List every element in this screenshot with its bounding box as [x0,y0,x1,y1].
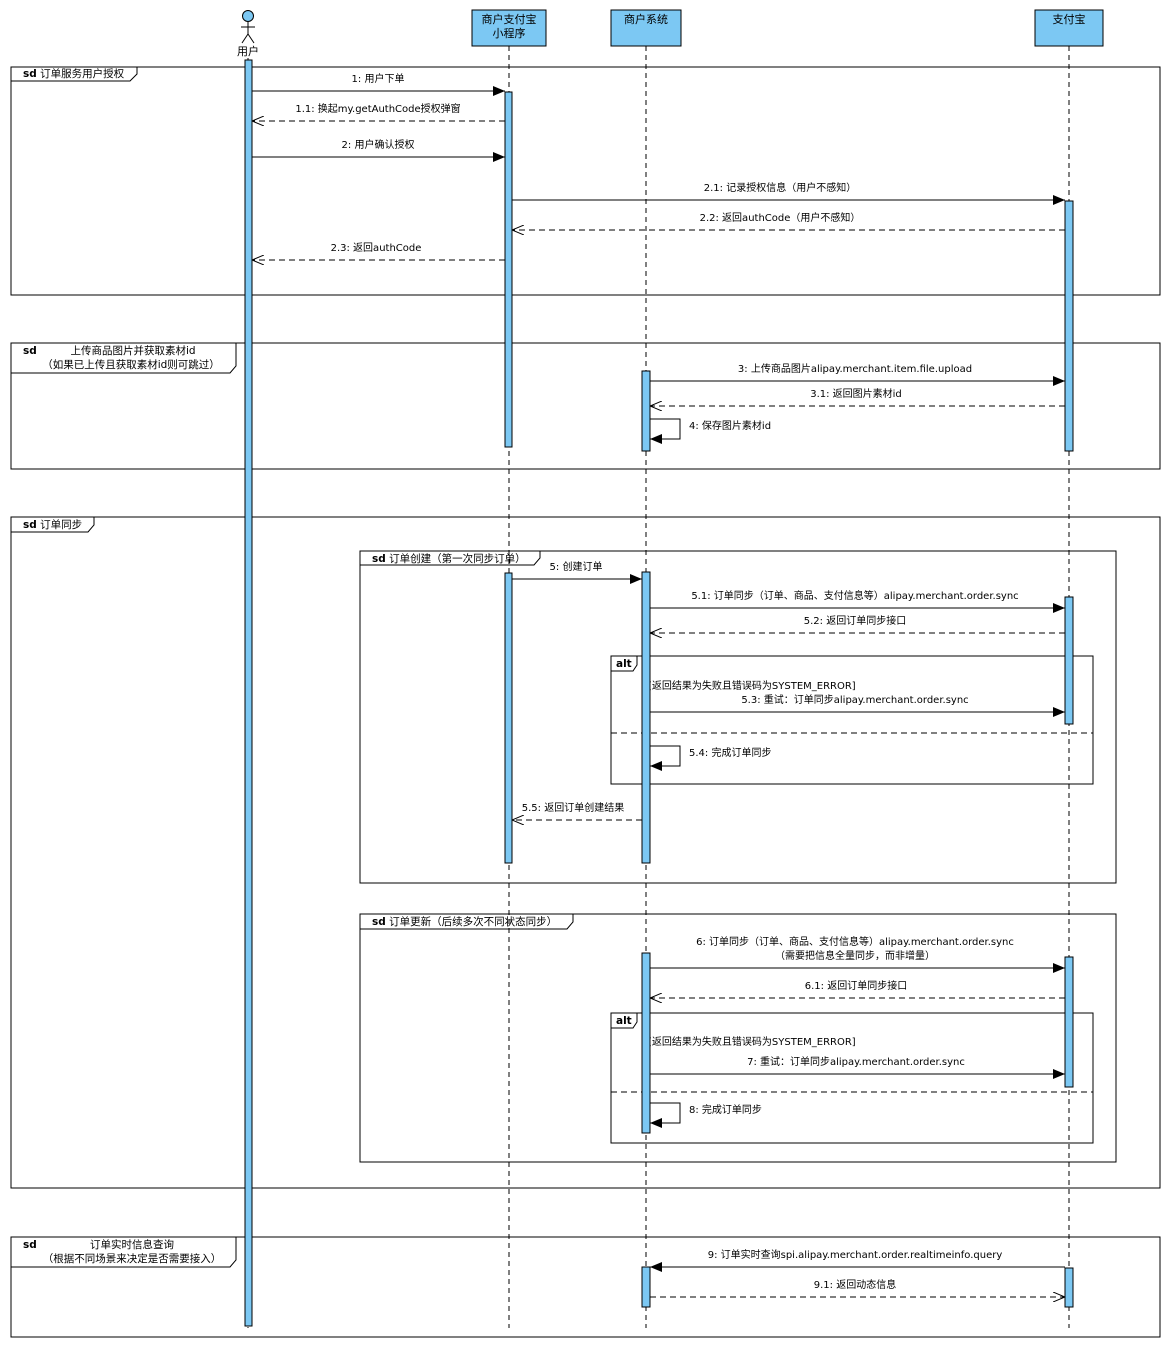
actor-icon [241,10,255,44]
message-9-1-label: 9.1: 返回动态信息 [814,1278,896,1291]
message-5-3: 5.3: 重试：订单同步alipay.merchant.order.sync [650,693,1065,717]
svg-text:sd 订单更新（后续多次不同状态同步）: sd 订单更新（后续多次不同状态同步） [372,915,557,928]
message-7: 7: 重试：订单同步alipay.merchant.order.sync [650,1055,1065,1079]
message-1-1-label: 1.1: 换起my.getAuthCode授权弹窗 [295,102,460,115]
frame-sync-title: 订单同步 [40,519,82,531]
frame-query-kw: sd [23,1239,37,1251]
frame-create: sd 订单创建（第一次同步订单） [359,550,1117,884]
frame-query-title-2: （根据不同场景来决定是否需要接入） [43,1252,222,1265]
message-4: 4: 保存图片素材id [650,418,771,444]
frame-auth: sd 订单服务用户授权 [10,66,1161,296]
message-3-1: 3.1: 返回图片素材id [650,387,1065,406]
frame-alt-1-kw: alt [616,658,632,670]
message-5-5-label: 5.5: 返回订单创建结果 [522,801,624,814]
activation-miniapp-2 [504,572,513,864]
message-5: 5: 创建订单 [512,560,642,584]
message-9: 9: 订单实时查询spi.alipay.merchant.order.realt… [650,1248,1065,1272]
message-6: 6: 订单同步（订单、商品、支付信息等）alipay.merchant.orde… [650,935,1065,973]
message-9-label: 9: 订单实时查询spi.alipay.merchant.order.realt… [708,1248,1003,1261]
participant-merchant-label: 商户系统 [624,12,668,26]
message-5-4: 5.4: 完成订单同步 [650,745,771,771]
frame-update-title: 订单更新（后续多次不同状态同步） [389,915,557,928]
message-5-1-label: 5.1: 订单同步（订单、商品、支付信息等）alipay.merchant.or… [691,589,1018,602]
message-5-2: 5.2: 返回订单同步接口 [650,614,1065,633]
frame-sync-kw: sd [23,519,37,531]
message-2-1-label: 2.1: 记录授权信息（用户不感知） [704,181,856,194]
frame-alt-1: alt [返回结果为失败且错误码为SYSTEM_ERROR] [610,655,1094,785]
message-2: 2: 用户确认授权 [252,138,505,162]
frame-upload-title-1: 上传商品图片并获取素材id [70,344,195,357]
activation-alipay-3 [1064,956,1074,1088]
message-6-1-label: 6.1: 返回订单同步接口 [805,979,907,992]
message-5-4-label: 5.4: 完成订单同步 [689,746,771,759]
message-5-5: 5.5: 返回订单创建结果 [512,801,642,820]
message-2-3: 2.3: 返回authCode [252,242,505,260]
activation-alipay-4 [1064,1267,1074,1308]
activation-merchant-1 [641,370,651,452]
message-2-label: 2: 用户确认授权 [342,138,415,151]
message-9-1: 9.1: 返回动态信息 [650,1278,1065,1297]
svg-text:sd 订单创建（第一次同步订单）: sd 订单创建（第一次同步订单） [372,552,526,565]
activation-miniapp-1 [504,91,513,448]
frame-sync: sd 订单同步 [10,516,1161,1189]
participant-user-label: 用户 [237,44,259,58]
frame-upload-title-2: （如果已上传且获取素材id则可跳过） [42,358,220,371]
message-8-label: 8: 完成订单同步 [689,1103,762,1116]
activation-alipay-2 [1064,596,1074,725]
participant-miniapp-label-1: 商户支付宝 [482,12,537,26]
message-3-1-label: 3.1: 返回图片素材id [810,387,902,400]
message-5-1: 5.1: 订单同步（订单、商品、支付信息等）alipay.merchant.or… [650,589,1065,613]
message-5-label: 5: 创建订单 [550,560,603,573]
message-8: 8: 完成订单同步 [650,1102,762,1128]
message-1: 1: 用户下单 [252,72,505,96]
message-3-label: 3: 上传商品图片alipay.merchant.item.file.uploa… [738,362,972,375]
message-3: 3: 上传商品图片alipay.merchant.item.file.uploa… [650,362,1065,386]
svg-text:sd 订单同步: sd 订单同步 [23,519,82,531]
frame-upload-kw: sd [23,345,37,357]
frame-alt-2: alt [返回结果为失败且错误码为SYSTEM_ERROR] [610,1012,1094,1144]
activation-alipay-1 [1064,200,1074,452]
activation-merchant-3 [641,952,651,1134]
message-2-3-label: 2.3: 返回authCode [331,242,422,254]
message-6-label-1: 6: 订单同步（订单、商品、支付信息等）alipay.merchant.orde… [696,935,1014,948]
frame-create-title: 订单创建（第一次同步订单） [389,552,526,565]
message-2-2: 2.2: 返回authCode（用户不感知） [512,211,1065,230]
frame-update-kw: sd [372,916,386,928]
frame-query: sd 订单实时信息查询 （根据不同场景来决定是否需要接入） [10,1236,1161,1338]
message-2-1: 2.1: 记录授权信息（用户不感知） [512,181,1065,205]
participant-alipay-label: 支付宝 [1053,12,1086,26]
activation-user [244,59,253,1327]
frame-upload: sd 上传商品图片并获取素材id （如果已上传且获取素材id则可跳过） [10,342,1161,470]
message-5-2-label: 5.2: 返回订单同步接口 [804,614,906,627]
activation-merchant-4 [641,1266,651,1308]
svg-text:sd 订单服务用户授权: sd 订单服务用户授权 [23,67,125,80]
frame-update: sd 订单更新（后续多次不同状态同步） [359,913,1117,1163]
frame-create-kw: sd [372,553,386,565]
frame-query-title-1: 订单实时信息查询 [90,1238,174,1251]
frame-auth-title: 订单服务用户授权 [40,67,124,80]
frame-alt-1-guard: [返回结果为失败且错误码为SYSTEM_ERROR] [648,679,856,692]
frame-alt-2-guard: [返回结果为失败且错误码为SYSTEM_ERROR] [648,1035,856,1048]
message-5-3-label: 5.3: 重试：订单同步alipay.merchant.order.sync [741,693,968,706]
participant-miniapp-label-2: 小程序 [493,26,526,40]
message-7-label: 7: 重试：订单同步alipay.merchant.order.sync [747,1055,965,1068]
message-1-1: 1.1: 换起my.getAuthCode授权弹窗 [252,102,505,121]
message-4-label: 4: 保存图片素材id [689,419,771,432]
frame-auth-kw: sd [23,68,37,80]
frame-alt-2-kw: alt [616,1015,632,1027]
activation-merchant-2 [641,571,651,864]
message-6-1: 6.1: 返回订单同步接口 [650,979,1065,998]
message-2-2-label: 2.2: 返回authCode（用户不感知） [700,211,861,224]
message-1-label: 1: 用户下单 [352,72,405,85]
message-6-label-2: （需要把信息全量同步，而非增量） [775,949,935,962]
